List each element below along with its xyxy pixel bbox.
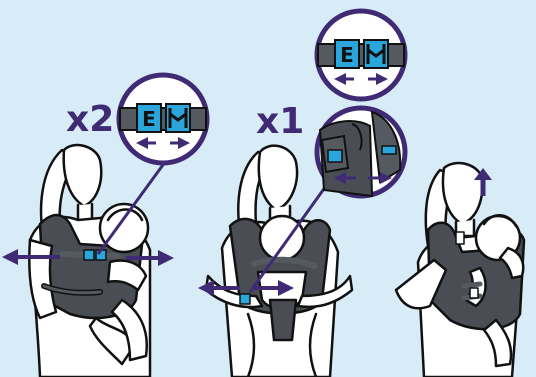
step-2-multiplier-label: x1 [256,104,304,140]
baby-head [100,204,148,252]
baby-head [260,216,304,260]
parent-head [443,163,482,224]
zoom-circle-buckle: E [317,11,405,99]
step-1-figure [29,145,150,377]
parent-head [259,146,297,210]
zoom-circle-waist-buckle [317,108,405,196]
chest-buckle [84,250,94,260]
zoom-circle-buckle: E [119,75,207,163]
svg-text:E: E [142,107,156,131]
svg-text:E: E [340,43,354,67]
chest-buckle [240,294,250,304]
parent-head [64,145,102,206]
step-3-figure [396,163,524,377]
buckle-icon [328,150,342,162]
step-1-multiplier-label: x2 [66,102,114,138]
